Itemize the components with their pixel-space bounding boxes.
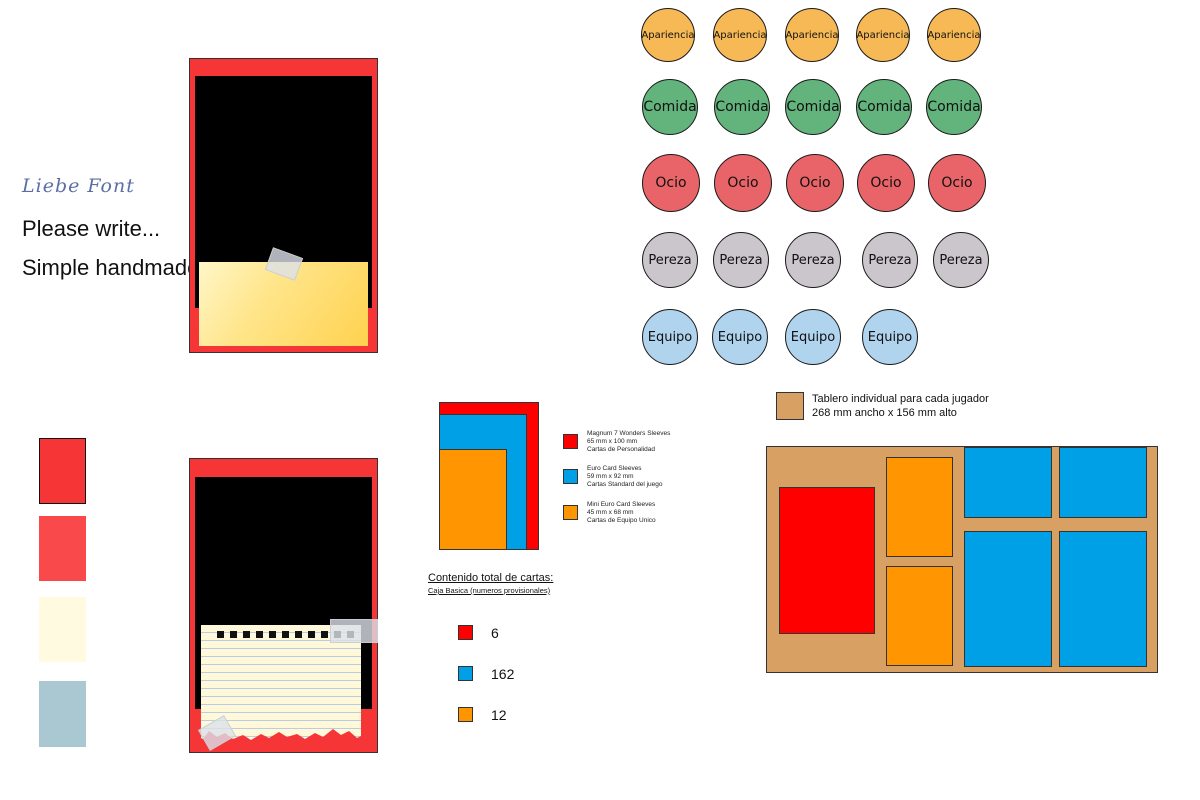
token-pereza: Pereza (933, 232, 989, 288)
count-swatch-orange (458, 707, 473, 722)
board-slot-equipment-2 (886, 566, 953, 666)
legend-swatch-euro (563, 469, 578, 484)
tape-strip-top (330, 619, 378, 643)
font-sample-liebe: Liebe Font (22, 175, 135, 197)
legend-swatch-magnum (563, 434, 578, 449)
token-comida: Comida (926, 79, 982, 135)
count-value-red: 6 (491, 625, 499, 641)
legend-text-magnum: Magnum 7 Wonders Sleeves 65 mm x 100 mm … (587, 430, 671, 453)
token-ocio: Ocio (928, 154, 986, 212)
token-ocio: Ocio (857, 154, 915, 212)
token-apariencia: Apariencia (641, 8, 695, 62)
token-ocio: Ocio (642, 154, 700, 212)
board-legend-swatch (776, 392, 804, 420)
count-swatch-blue (458, 666, 473, 681)
token-ocio: Ocio (786, 154, 844, 212)
token-apariencia: Apariencia (927, 8, 981, 62)
token-pereza: Pereza (713, 232, 769, 288)
token-comida: Comida (785, 79, 841, 135)
board-slot-equipment-1 (886, 457, 953, 557)
tokens-grid: Apariencia Apariencia Apariencia Aparien… (641, 8, 989, 365)
count-value-orange: 12 (491, 707, 507, 723)
board-slot-personality (779, 487, 875, 634)
token-equipo: Equipo (712, 309, 768, 365)
token-ocio: Ocio (714, 154, 772, 212)
swatch-light-red (39, 516, 86, 581)
sleeve-legend: Magnum 7 Wonders Sleeves 65 mm x 100 mm … (563, 428, 723, 538)
card-counts-subtitle: Caja Basica (numeros provisionales) (428, 586, 551, 595)
sleeve-mini-euro (439, 449, 507, 550)
token-apariencia: Apariencia (713, 8, 767, 62)
count-value-blue: 162 (491, 666, 515, 682)
token-apariencia: Apariencia (785, 8, 839, 62)
board-slot-card-3 (964, 531, 1052, 667)
token-comida: Comida (642, 79, 698, 135)
token-pereza: Pereza (862, 232, 918, 288)
board-description: Tablero individual para cada jugador (812, 393, 989, 405)
swatch-red-bordered (39, 438, 86, 504)
player-board (766, 446, 1158, 673)
board-slot-card-4 (1059, 531, 1147, 667)
board-slot-card-2 (1059, 447, 1147, 518)
token-comida: Comida (856, 79, 912, 135)
board-legend-text: Tablero individual para cada jugador 268… (812, 392, 989, 420)
token-pereza: Pereza (642, 232, 698, 288)
token-equipo: Equipo (642, 309, 698, 365)
token-equipo: Equipo (785, 309, 841, 365)
font-sample-please-write: Please write... (22, 216, 161, 241)
torn-paper-edge (195, 729, 372, 750)
card-counts-title: Contenido total de cartas: (428, 572, 554, 584)
board-slot-card-1 (964, 447, 1052, 518)
token-apariencia: Apariencia (856, 8, 910, 62)
token-comida: Comida (714, 79, 770, 135)
font-sample-simple-handmade: Simple handmade (22, 255, 200, 280)
swatch-cream (39, 597, 86, 662)
legend-swatch-mini-euro (563, 505, 578, 520)
token-equipo: Equipo (862, 309, 918, 365)
legend-text-mini-euro: Mini Euro Card Sleeves 45 mm x 68 mm Car… (587, 501, 656, 524)
legend-text-euro: Euro Card Sleeves 59 mm x 92 mm Cartas S… (587, 465, 663, 488)
swatch-blue-gray (39, 681, 86, 747)
card-mockup-sticky-note (189, 58, 378, 353)
card-mockup-lined-note (189, 458, 378, 753)
board-dimensions: 268 mm ancho x 156 mm alto (812, 407, 957, 419)
token-pereza: Pereza (785, 232, 841, 288)
count-swatch-red (458, 625, 473, 640)
sleeve-size-diagram (439, 402, 539, 550)
